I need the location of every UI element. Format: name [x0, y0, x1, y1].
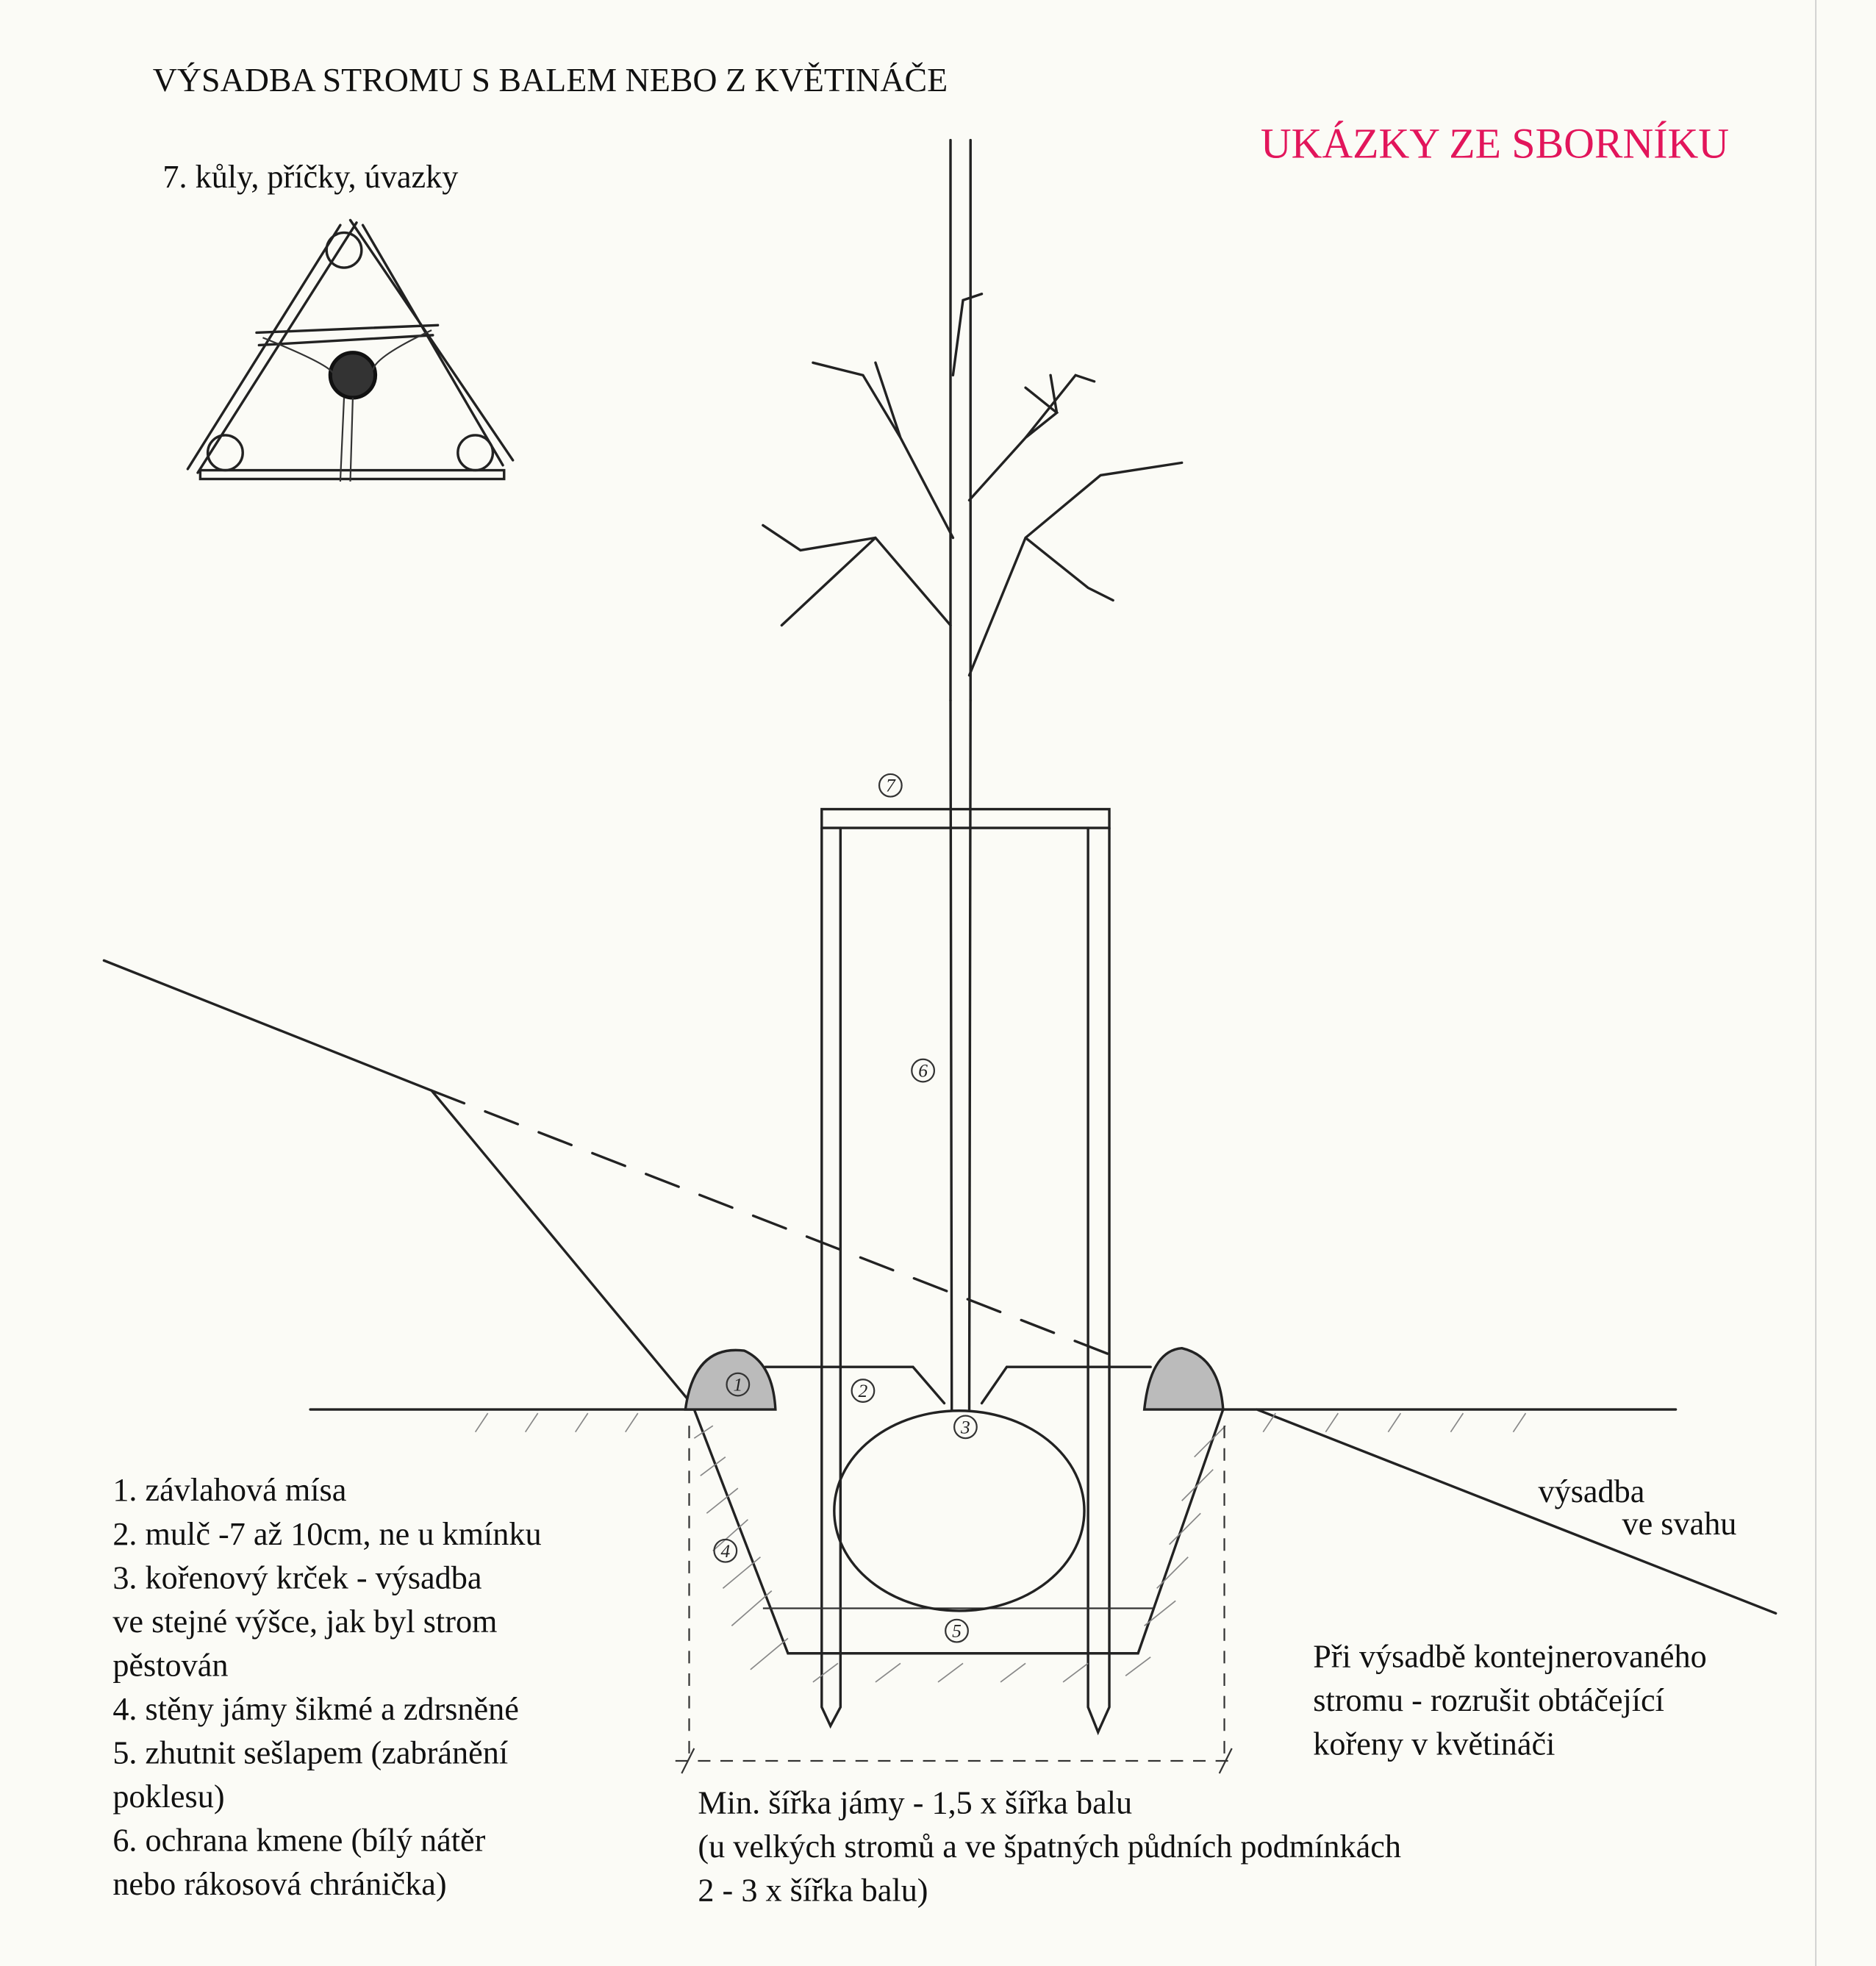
number-markers: 1 2 3 4 5 6 7	[713, 773, 978, 1643]
slope-label: ve svahu	[1622, 1506, 1736, 1542]
legend-line: 3. kořenový krček - výsadba	[112, 1559, 482, 1595]
marker-2: 2	[859, 1380, 868, 1401]
tree-trunk	[949, 698, 972, 1411]
root-ball	[833, 1409, 1086, 1612]
support-stakes	[820, 807, 1111, 1736]
watering-berm-left	[684, 1348, 777, 1411]
marker-3: 3	[960, 1416, 970, 1437]
terrain	[102, 959, 1777, 1615]
legend: 1. závlahová mísa 2. mulč -7 až 10cm, ne…	[112, 1472, 541, 1902]
legend-line: 2. mulč -7 až 10cm, ne u kmínku	[112, 1516, 541, 1552]
diagram-title: VÝSADBA STROMU S BALEM NEBO Z KVĚTINÁČE	[153, 61, 948, 99]
planting-hole	[684, 1346, 1226, 1683]
legend-line: 6. ochrana kmene (bílý nátěr	[112, 1823, 485, 1859]
legend-line: pěstován	[112, 1647, 228, 1683]
legend-line: nebo rákosová chránička)	[112, 1866, 446, 1902]
marker-7: 7	[886, 775, 896, 796]
diagram-subtitle: UKÁZKY ZE SBORNÍKU	[1261, 119, 1729, 167]
width-dimension	[675, 1426, 1239, 1774]
marker-6: 6	[918, 1060, 928, 1082]
marker-5: 5	[952, 1620, 962, 1642]
legend-line: poklesu)	[112, 1779, 224, 1815]
slope-label: výsadba	[1538, 1473, 1644, 1509]
inset-caption: 7. kůly, příčky, úvazky	[162, 159, 458, 195]
width-note: 2 - 3 x šířka balu)	[698, 1873, 928, 1909]
marker-4: 4	[720, 1540, 730, 1562]
watering-berm-right	[1142, 1346, 1225, 1411]
tree-crown	[762, 138, 1184, 702]
width-note: (u velkých stromů a ve špatných půdních …	[698, 1829, 1401, 1865]
container-note: stromu - rozrušit obtáčející	[1313, 1682, 1664, 1718]
marker-1: 1	[733, 1374, 742, 1395]
container-note: Při výsadbě kontejnerovaného	[1313, 1638, 1706, 1674]
stake-layout-inset	[186, 218, 515, 482]
legend-line: ve stejné výšce, jak byl strom	[112, 1604, 497, 1640]
width-note: Min. šířka jámy - 1,5 x šířka balu	[698, 1784, 1132, 1820]
legend-line: 1. závlahová mísa	[112, 1472, 346, 1508]
container-note: kořeny v květináči	[1313, 1726, 1555, 1762]
legend-line: 5. zhutnit sešlapem (zabránění	[112, 1734, 508, 1770]
legend-line: 4. stěny jámy šikmé a zdrsněné	[112, 1691, 519, 1727]
